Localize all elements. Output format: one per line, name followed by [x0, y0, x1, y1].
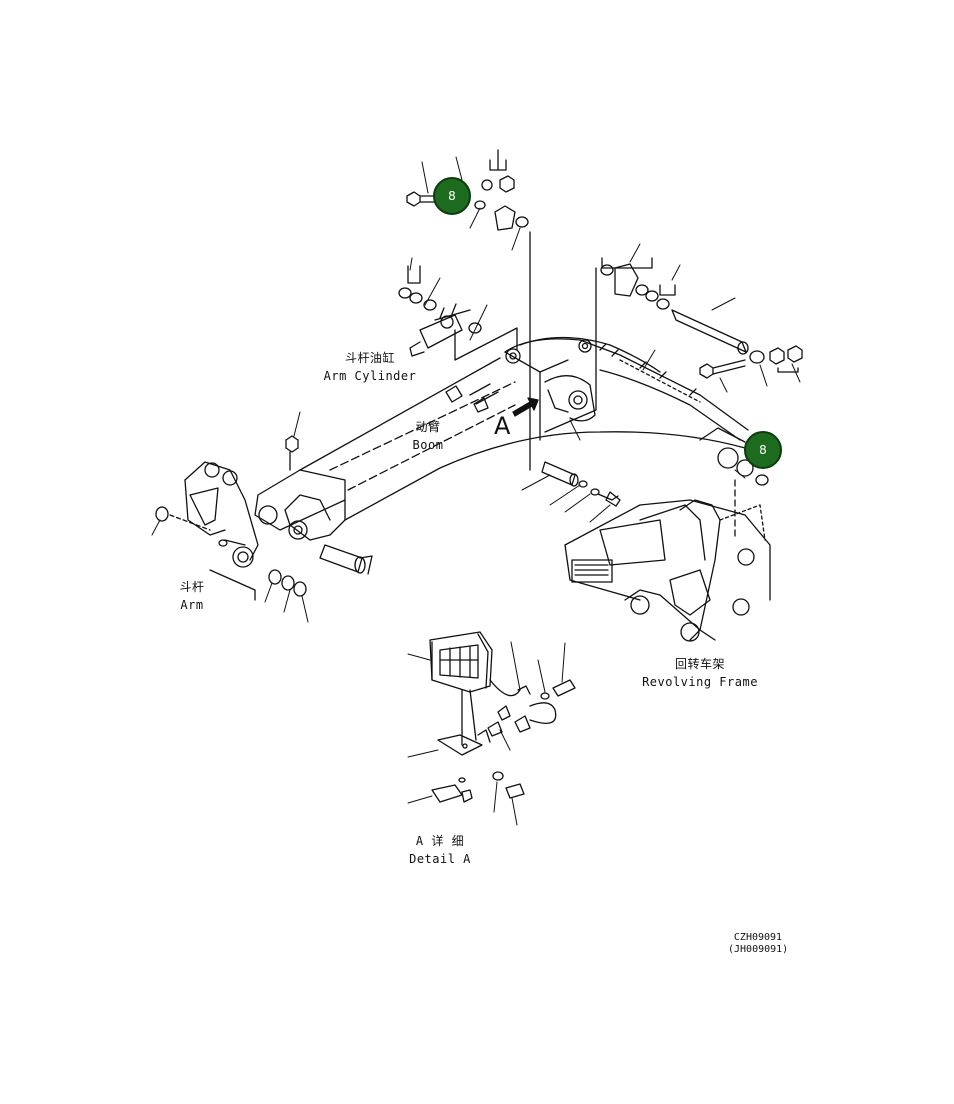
leader-lines	[151, 156, 801, 623]
label-arm: 斗杆 Arm	[172, 578, 212, 614]
callout-8-right[interactable]: 8	[744, 431, 782, 469]
cylinder-pin-set	[398, 265, 518, 361]
detail-a-work-lamp	[429, 631, 576, 803]
label-detail-a: A 详 细 Detail A	[405, 832, 475, 868]
label-arm-cylinder-en: Arm Cylinder	[323, 369, 417, 383]
boom-outline	[344, 336, 754, 521]
boom-cylinder-pin-set	[529, 231, 803, 486]
label-boom-cn: 动臂	[415, 420, 441, 434]
arm-cylinder	[409, 303, 499, 413]
arm-washers	[155, 435, 307, 597]
revolving-frame	[564, 479, 771, 642]
label-detail-a-cn: A 详 细	[415, 834, 465, 848]
label-arm-cylinder-cn: 斗杆油缸	[344, 351, 395, 365]
callout-8-top[interactable]: 8	[433, 177, 471, 215]
label-detail-a-en: Detail A	[409, 852, 471, 866]
view-a-marker: A	[494, 412, 511, 440]
label-boom: 动臂 Boom	[400, 418, 456, 454]
top-fasteners	[406, 149, 529, 231]
arm-pin	[319, 544, 373, 575]
arm-outline	[254, 357, 516, 541]
label-revolving-frame-cn: 回转车架	[674, 657, 725, 671]
label-revolving-frame-en: Revolving Frame	[642, 675, 758, 689]
label-arm-en: Arm	[180, 598, 204, 612]
label-arm-cn: 斗杆	[179, 580, 205, 594]
view-a-arrow	[512, 397, 539, 417]
drawing-code: CZH09091 (JH009091)	[728, 932, 788, 956]
label-revolving-frame: 回转车架 Revolving Frame	[640, 655, 760, 691]
label-boom-en: Boom	[412, 438, 444, 452]
drawing-code-main: CZH09091	[733, 932, 783, 943]
label-arm-cylinder: 斗杆油缸 Arm Cylinder	[320, 349, 420, 385]
detail-a-leaders	[407, 641, 566, 826]
drawing-code-alt: (JH009091)	[728, 944, 789, 955]
arm-bucket-end	[169, 461, 259, 601]
boom-foot-pin	[541, 461, 621, 507]
